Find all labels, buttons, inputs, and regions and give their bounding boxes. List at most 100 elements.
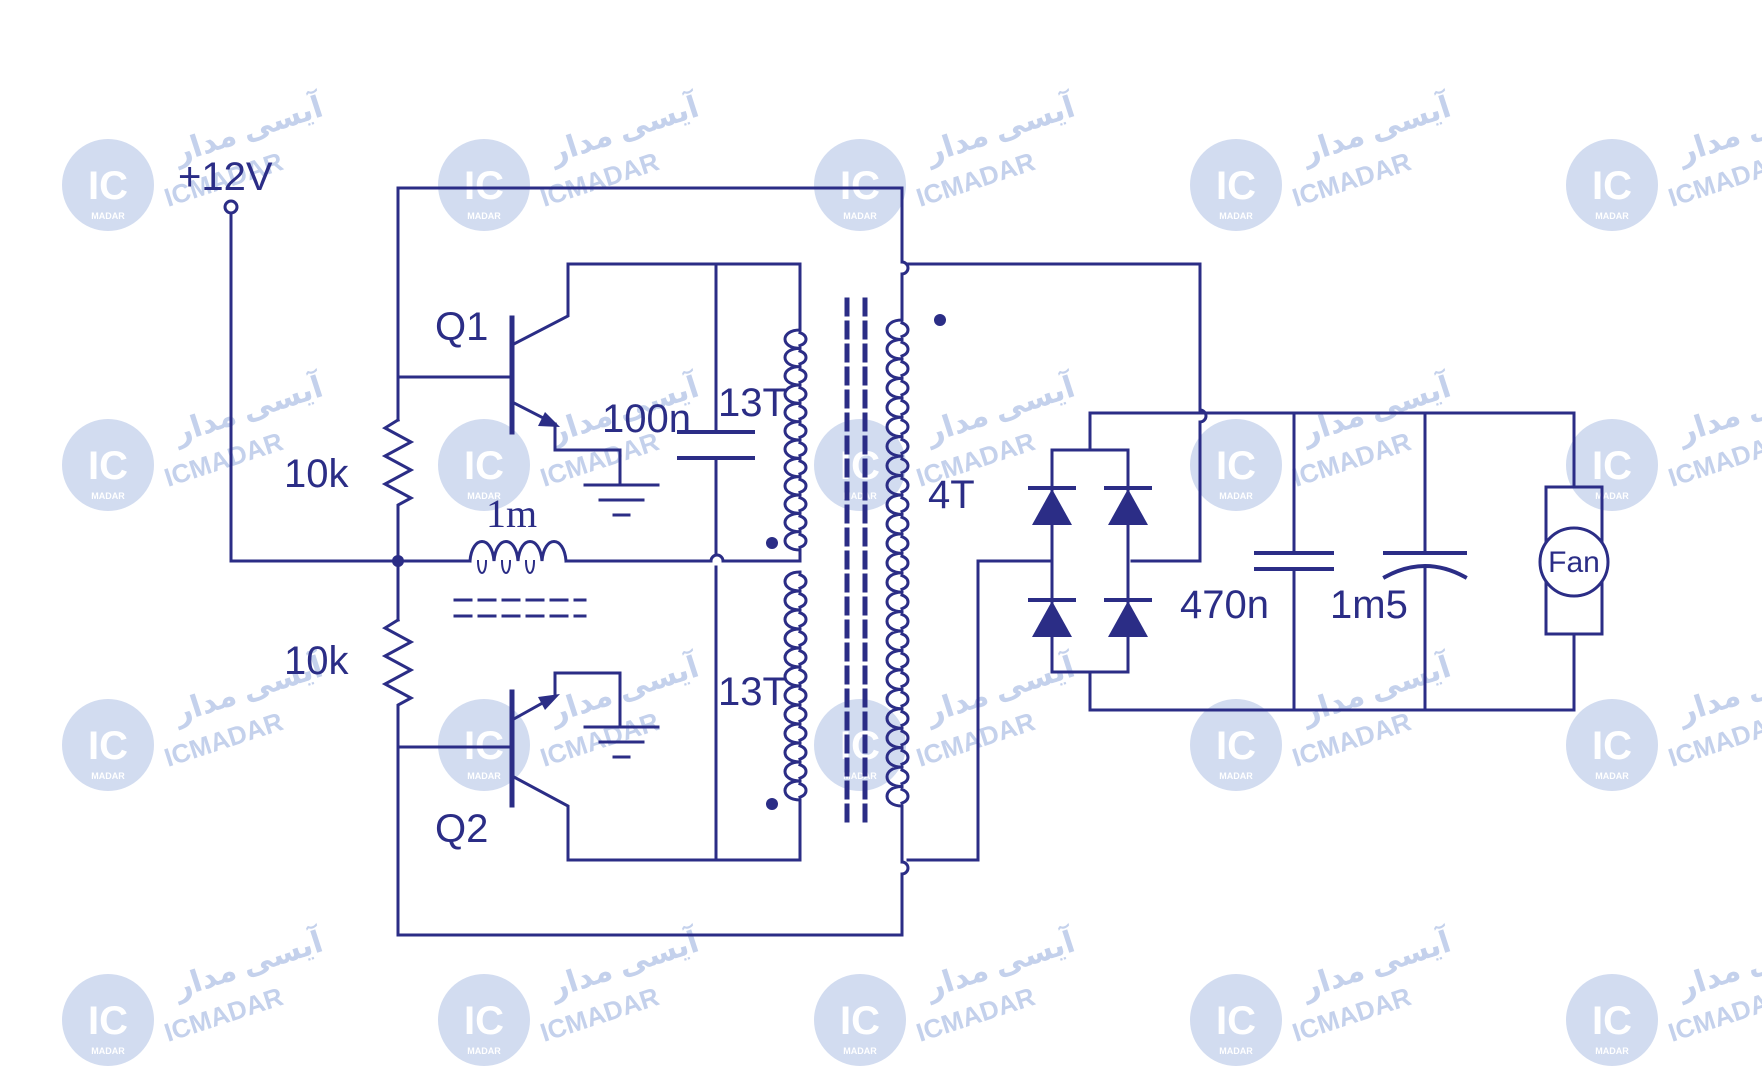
watermark-logo [1190,139,1282,231]
watermark-logo [438,419,530,511]
q1-label: Q1 [435,305,488,349]
watermark-logo [62,699,154,791]
primary-bottom-turns: 13T [718,670,787,714]
tank-capacitor [677,262,755,862]
watermark-logo [62,974,154,1066]
inductor-label: 1m [486,491,537,536]
transformer-core [844,297,868,829]
watermark-logo-text: IC [840,999,880,1043]
watermark-logo-subtext: MADAR [1595,211,1629,221]
diode [1028,598,1076,637]
watermark-logo [814,974,906,1066]
primary-winding [714,262,808,862]
primary-top-turns: 13T [718,381,787,425]
watermark-logo-subtext: MADAR [843,1046,877,1056]
watermark-logo-text: IC [1216,444,1256,488]
diode [1028,486,1076,525]
watermark-logo-subtext: MADAR [843,491,877,501]
watermark-logo-text: IC [88,999,128,1043]
watermark-logo-subtext: MADAR [467,1046,501,1056]
ground-symbol [583,725,660,759]
supply-terminal [223,199,400,563]
secondary-winding [885,260,1208,876]
watermark-logo-text: IC [1592,444,1632,488]
diode [1104,598,1152,637]
watermark-logo-subtext: MADAR [91,211,125,221]
watermark-logo-subtext: MADAR [1219,771,1253,781]
watermark-logo-text: IC [88,444,128,488]
inductor [396,540,802,618]
resistor-top [381,417,415,622]
watermark-logo-subtext: MADAR [1595,771,1629,781]
watermark-logo-text: IC [464,999,504,1043]
circuit: +12V 10k 10k Q1 [178,155,1610,937]
watermark-logo-subtext: MADAR [1219,491,1253,501]
tank-capacitor-label: 100n [602,397,691,441]
watermark-logo [62,139,154,231]
bridge-rectifier [1028,411,1152,712]
filter-capacitor-1m5 [1382,411,1468,712]
cap-1m5-label: 1m5 [1330,583,1408,627]
watermark-logo-text: IC [1216,724,1256,768]
cap-470n-label: 470n [1180,583,1269,627]
watermark-logo [814,419,906,511]
watermark-logo-subtext: MADAR [1219,1046,1253,1056]
supply-label: +12V [178,155,273,199]
fan-label: Fan [1548,546,1600,579]
watermark-logo-text: IC [464,444,504,488]
secondary-turns: 4T [928,473,975,517]
q2-label: Q2 [435,807,488,851]
transistor-q2 [509,671,718,862]
watermark-logo [1190,974,1282,1066]
watermark-logo-subtext: MADAR [1595,491,1629,501]
watermark-logo-subtext: MADAR [467,771,501,781]
watermark-logo [1190,699,1282,791]
watermark-logo-text: IC [840,164,880,208]
watermark-logo [438,139,530,231]
watermark-logo-subtext: MADAR [91,771,125,781]
filter-capacitor-470n [1254,411,1334,712]
polarity-dot [934,314,946,326]
watermark-logo [814,699,906,791]
resistor-bottom [381,617,415,937]
watermark-logo-subtext: MADAR [843,771,877,781]
fan-motor [1538,485,1610,636]
watermark-logo [814,139,906,231]
watermark-logo [1566,139,1658,231]
watermark-logo [1566,699,1658,791]
watermark-logo [438,974,530,1066]
diode [1104,486,1152,525]
polarity-dot [766,798,778,810]
transistor-q1 [509,262,718,487]
watermark-logo-text: IC [1592,999,1632,1043]
watermark-logo-text: IC [1592,164,1632,208]
output-rails [1088,411,1576,712]
watermark-logo-subtext: MADAR [843,211,877,221]
watermark-logo-subtext: MADAR [1219,211,1253,221]
watermark-logo-text: IC [464,164,504,208]
watermark-logo-text: IC [1216,164,1256,208]
ground-symbol [583,483,660,517]
watermark-logo-subtext: MADAR [91,491,125,501]
bias-rail [381,186,904,937]
watermark-logo [1566,974,1658,1066]
polarity-dot [766,537,778,549]
watermark-logo-subtext: MADAR [467,211,501,221]
watermark-logo [438,699,530,791]
watermark-logo [62,419,154,511]
